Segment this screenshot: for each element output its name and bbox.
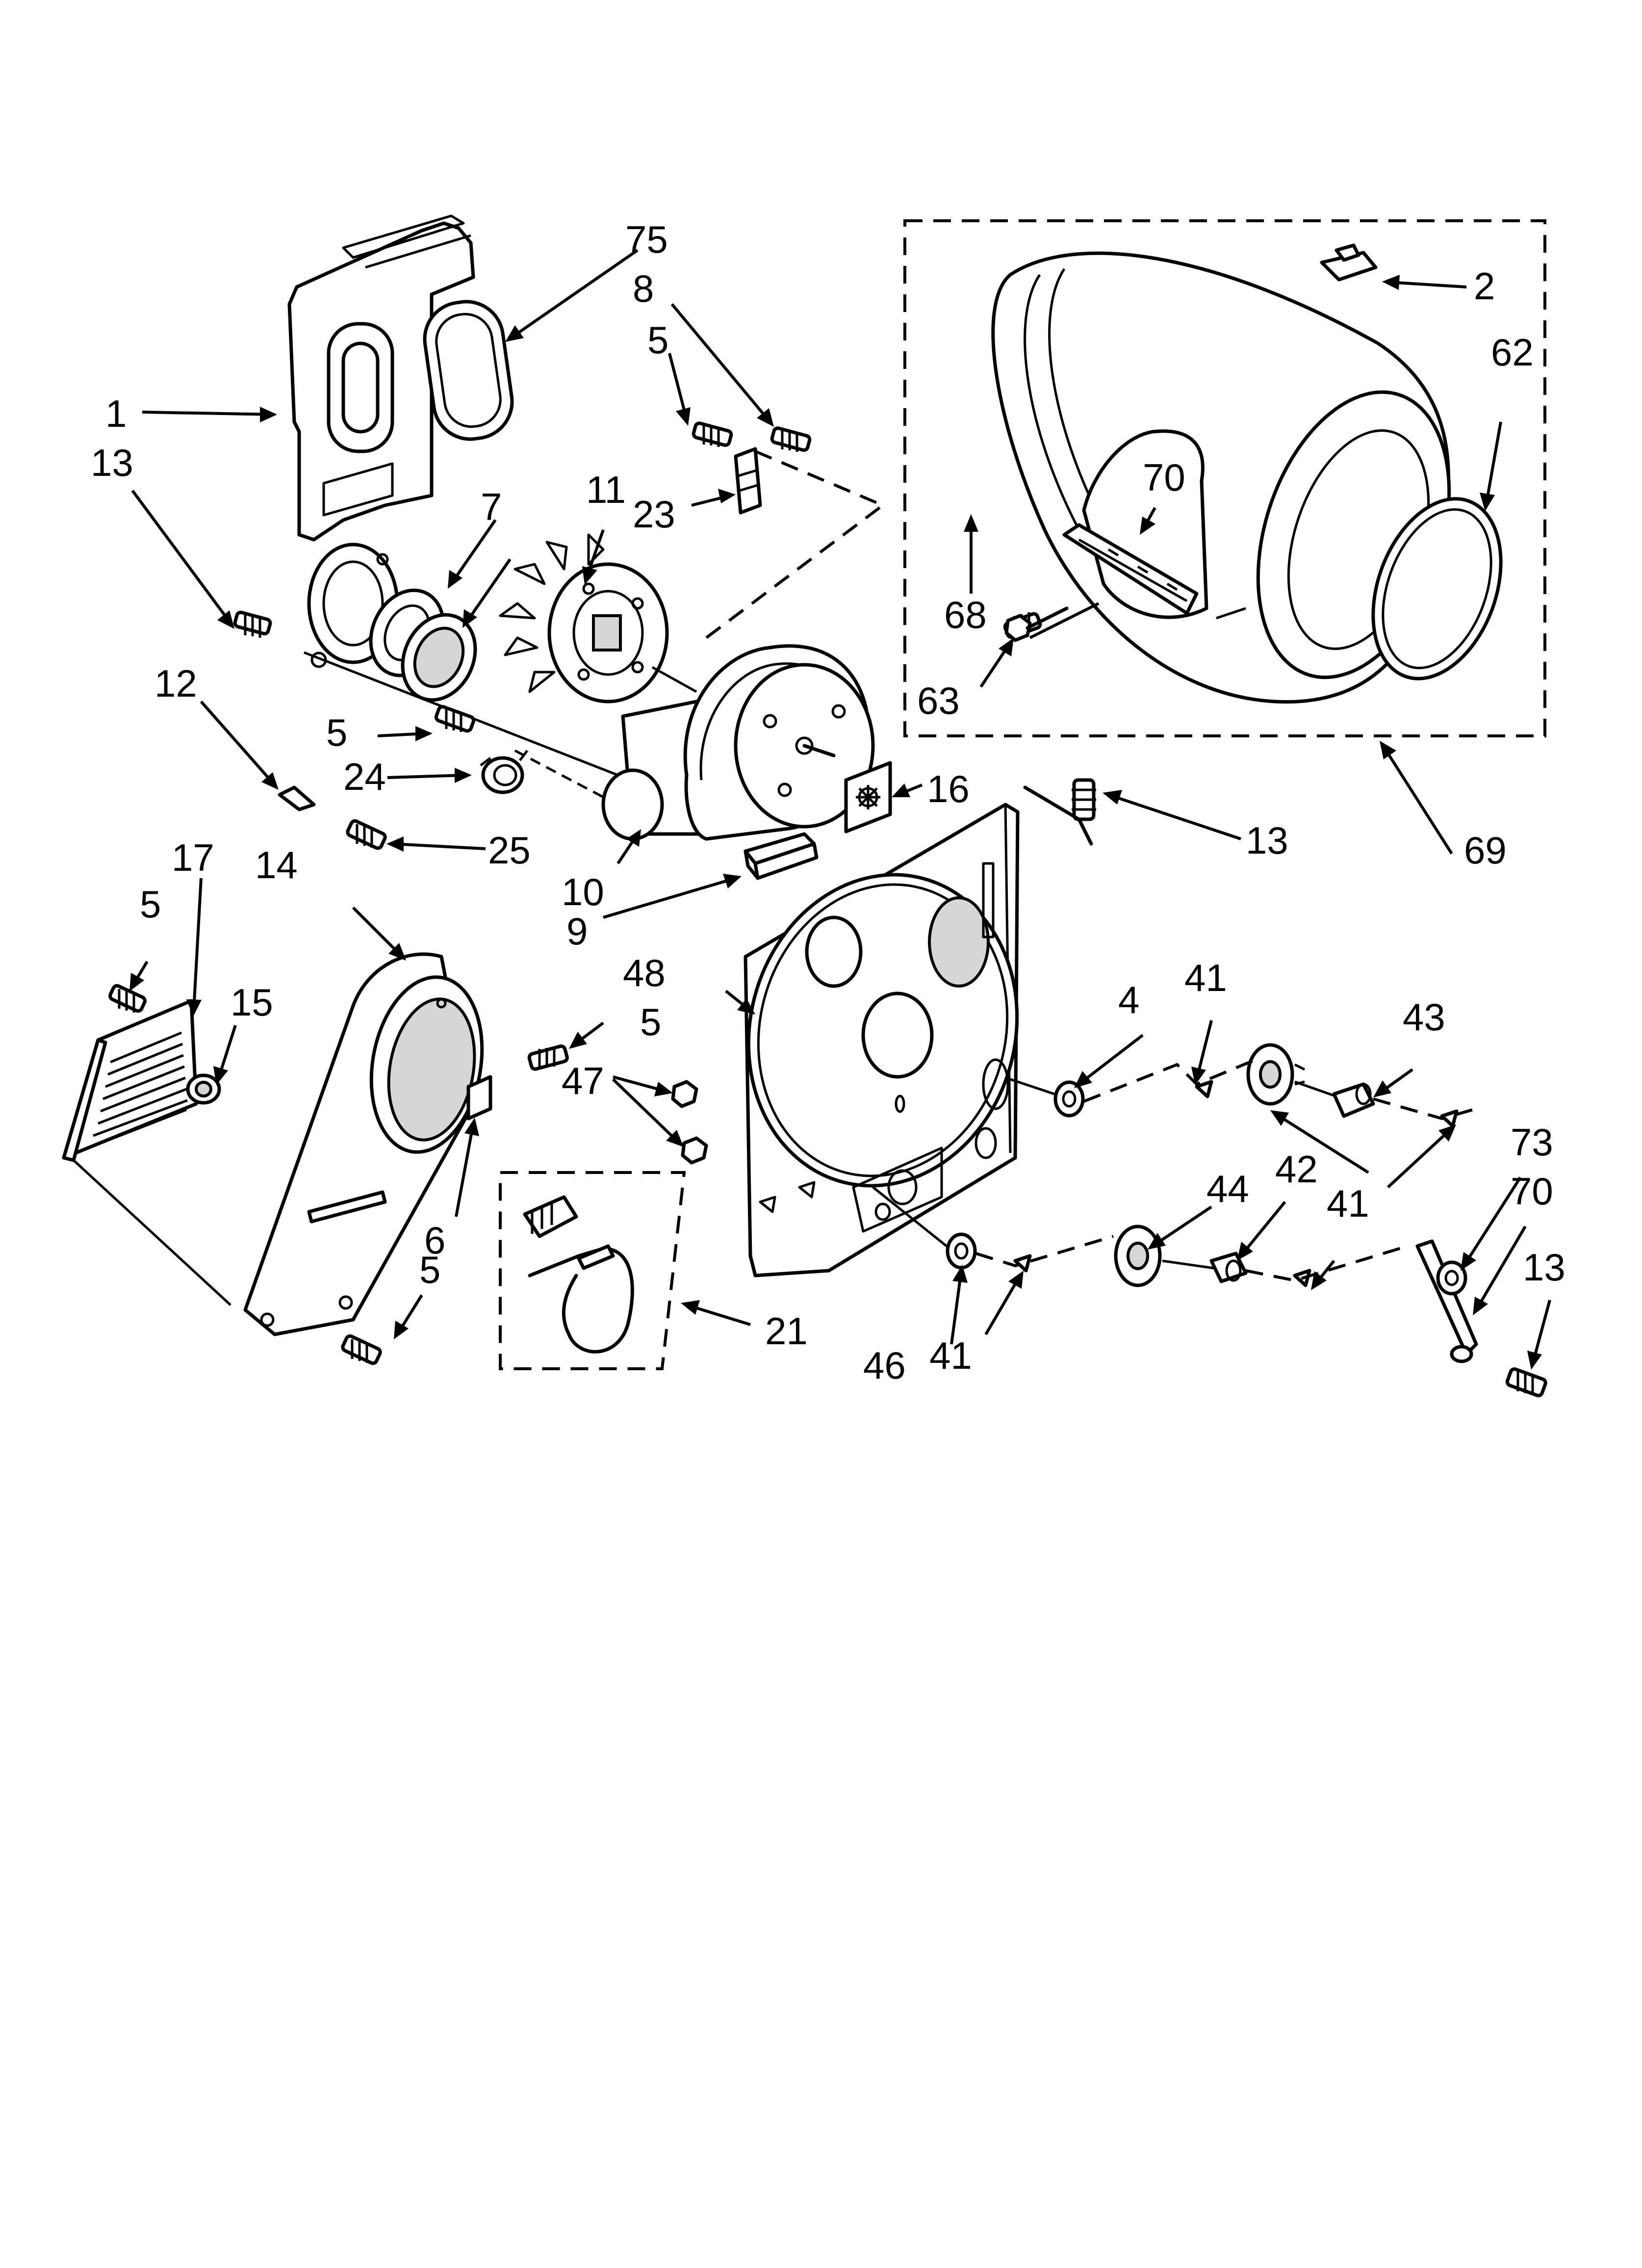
- callout-63: 63: [917, 679, 960, 722]
- callout-66: 68: [944, 593, 987, 636]
- callout-43: 43: [1403, 995, 1445, 1039]
- callout-1: 1: [105, 392, 127, 435]
- callout-73: 75: [625, 218, 668, 261]
- heater-duct-part: [243, 952, 484, 1336]
- callout-25: 25: [488, 829, 531, 872]
- callout-8: 8: [633, 267, 654, 310]
- callout-13: 13: [1523, 1246, 1565, 1289]
- roller-shaft-line: [1245, 1245, 1408, 1282]
- callout-68: 70: [1143, 456, 1185, 499]
- leader-line: [651, 666, 697, 693]
- callout-41: 41: [1184, 956, 1227, 999]
- washer-part: [946, 1232, 977, 1270]
- callout-2: 2: [1474, 264, 1495, 308]
- callout-15: 15: [231, 981, 273, 1024]
- callout-42: 42: [1275, 1147, 1318, 1191]
- callout-11: 10: [562, 870, 604, 913]
- callout-5: 5: [140, 883, 161, 926]
- callout-62: 62: [1491, 331, 1534, 374]
- callout-9: 9: [566, 910, 588, 953]
- drum-glide-part: [1320, 243, 1378, 282]
- roller-shaft-line: [1083, 1058, 1257, 1103]
- drum-assembly-box: [903, 219, 1546, 737]
- screw-part: [527, 1044, 569, 1071]
- warning-label-part: [844, 761, 892, 834]
- callout-5: 5: [419, 1248, 440, 1291]
- baffle-screw-part: [1004, 606, 1069, 642]
- callout-46: 46: [863, 1344, 906, 1387]
- screw-part: [770, 426, 812, 452]
- screw-part: [346, 819, 387, 850]
- callout-4: 4: [1118, 978, 1139, 1021]
- washer-part: [1053, 1080, 1085, 1118]
- leader-line: [1294, 1080, 1337, 1098]
- screw-part: [692, 421, 733, 447]
- callout-47: 47: [562, 1059, 604, 1102]
- callout-14: 14: [255, 843, 298, 886]
- belt-part: [744, 832, 819, 880]
- roller-part: [1246, 1043, 1306, 1106]
- callout-5: 5: [640, 1000, 661, 1043]
- leader-line: [1162, 1259, 1214, 1270]
- callout-5: 5: [647, 318, 668, 362]
- leader-line: [1216, 607, 1246, 620]
- heater-element-part: [62, 999, 231, 1306]
- belt-path-line-lower: [514, 749, 609, 801]
- callout-6: 6: [424, 1219, 445, 1262]
- drum-seal-part: [423, 300, 514, 441]
- callout-17: 17: [172, 836, 214, 879]
- roller-shaft-line: [975, 1235, 1114, 1268]
- nut-part: [681, 1136, 708, 1165]
- clip-part: [278, 785, 316, 811]
- callout-7: 7: [481, 485, 502, 528]
- callout-21: 21: [765, 1309, 808, 1353]
- heater-thermostat-part: [186, 1073, 221, 1105]
- thermostat-part: [480, 750, 528, 794]
- leader-line: [872, 1186, 948, 1247]
- screw-part: [233, 610, 272, 638]
- nut-part: [671, 1080, 698, 1108]
- callout-10: 11: [586, 468, 626, 511]
- baffle-part: [1062, 523, 1199, 615]
- callout-69: 70: [1511, 1170, 1553, 1213]
- screw-part: [434, 705, 476, 733]
- harness-kit-part: [499, 1171, 686, 1370]
- bulkhead-part: [744, 803, 1020, 1277]
- callout-arrows: [129, 249, 1551, 1370]
- callout-12: 12: [154, 662, 197, 705]
- front-drum-seal-part: [1371, 497, 1503, 680]
- screw-part: [1505, 1367, 1547, 1398]
- callout-16: 16: [927, 767, 970, 810]
- screw-part: [108, 984, 147, 1013]
- bracket-part: [466, 1075, 492, 1121]
- callout-13: 13: [1246, 819, 1288, 862]
- roller-shaft-part: [1332, 1082, 1375, 1118]
- screw-part: [1023, 778, 1096, 846]
- callout-41: 41: [1327, 1182, 1369, 1225]
- roller-part: [1114, 1225, 1162, 1287]
- washer-part: [1436, 1260, 1467, 1296]
- motor-assembly-part: [601, 644, 875, 841]
- rear-panel-part: [287, 214, 475, 668]
- leader-line: [1010, 1078, 1055, 1095]
- blower-wheel-part: [499, 533, 669, 704]
- bearing-ring-part: [401, 613, 477, 702]
- callout-41: 41: [929, 1334, 972, 1377]
- idler-bracket-part: [734, 447, 762, 515]
- callout-24: 24: [343, 755, 386, 798]
- callout-5: 5: [326, 711, 347, 754]
- callout-67: 69: [1464, 829, 1507, 872]
- callout-13: 13: [91, 441, 133, 484]
- callout-23: 23: [633, 493, 675, 536]
- callout-48: 48: [623, 951, 666, 994]
- callout-70: 73: [1511, 1121, 1553, 1164]
- belt-path-line: [705, 450, 886, 639]
- callout-44: 44: [1206, 1167, 1249, 1210]
- support-bracket-part: [1415, 1239, 1478, 1363]
- screw-part: [341, 1334, 382, 1365]
- roller-shaft-line: [1373, 1097, 1477, 1121]
